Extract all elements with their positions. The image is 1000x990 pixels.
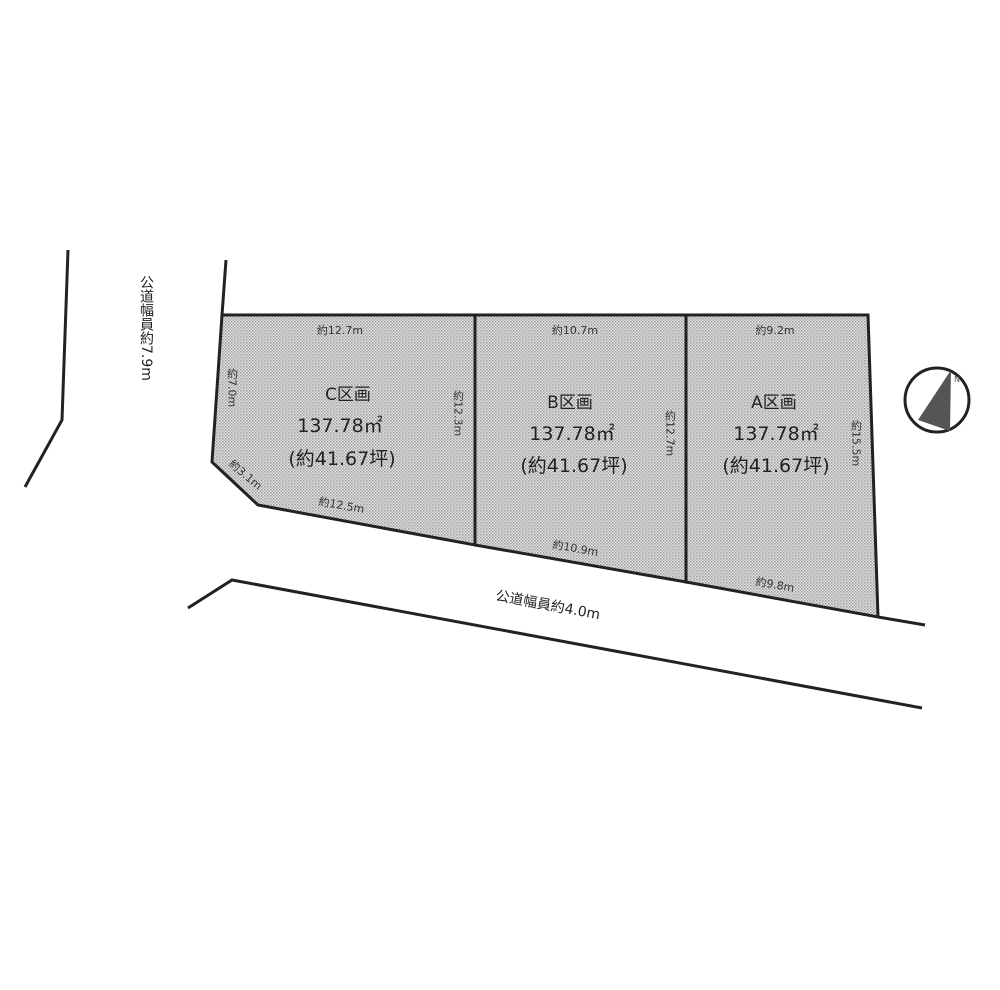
lot-c-dim-top: 約12.7m — [317, 323, 363, 337]
lot-a-dim-right: 約15.5m — [850, 419, 863, 467]
lot-a-dim-top: 約9.2m — [755, 323, 794, 337]
lot-c-dim-left: 約7.0m — [226, 367, 239, 408]
boundary-extension-right — [877, 615, 926, 627]
lot-a-tsubo: (約41.67坪) — [722, 455, 829, 477]
lot-c — [210, 313, 477, 547]
lot-b-tsubo: (約41.67坪) — [520, 455, 627, 477]
boundary-extension-top — [220, 259, 228, 316]
lot-c-name: C区画 — [325, 385, 371, 405]
bottom-road-label: 公道幅員約4.0m — [494, 588, 601, 623]
lot-c-dim-right: 約12.3m — [452, 389, 465, 437]
lot-b-dim-top: 約10.7m — [552, 323, 598, 337]
lot-b-name: B区画 — [547, 393, 593, 413]
left-road-label: 公道幅員約7.9m — [138, 275, 154, 381]
lot-a-area: 137.78㎡ — [733, 422, 818, 445]
lot-c-tsubo: (約41.67坪) — [288, 448, 395, 470]
lot-a-dim-bottom: 約9.8m — [754, 574, 795, 595]
lot-b-area: 137.78㎡ — [529, 422, 614, 445]
left-road-edge — [23, 249, 70, 488]
lot-c-area: 137.78㎡ — [297, 414, 382, 437]
lot-b-dim-right: 約12.7m — [664, 409, 677, 457]
north-label: N — [954, 375, 960, 384]
lot-a-name: A区画 — [751, 393, 797, 413]
north-arrow-icon: N — [903, 366, 971, 434]
bottom-road-edge — [187, 578, 923, 710]
